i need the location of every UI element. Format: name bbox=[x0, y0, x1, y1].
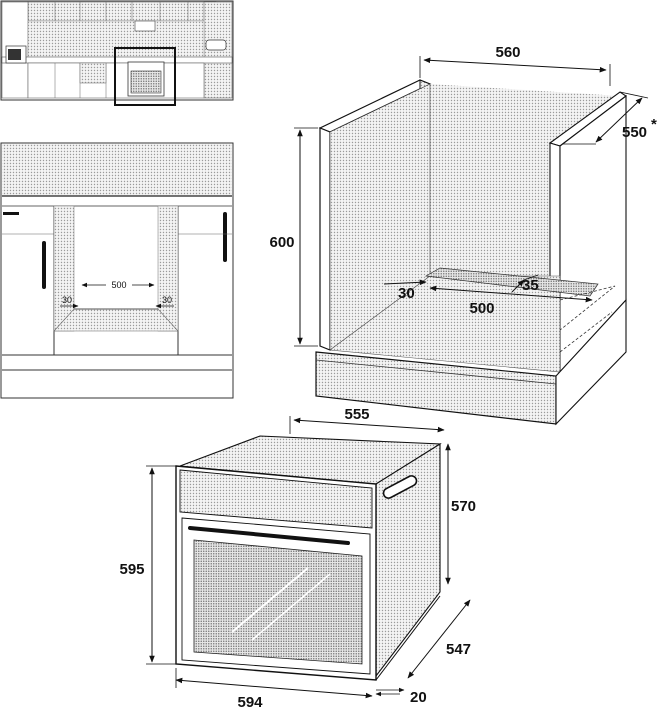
oven-front-height-label: 595 bbox=[119, 561, 144, 578]
vent-offset-label: 30 bbox=[398, 285, 415, 302]
oven-thickness-label: 20 bbox=[410, 689, 427, 706]
cabinet-depth-label: 550 bbox=[622, 124, 647, 141]
vent-width-label: 500 bbox=[469, 300, 494, 317]
oven-front-width-label: 594 bbox=[237, 694, 263, 711]
cabinet-height-label: 600 bbox=[269, 234, 294, 251]
cabinet-depth-note: * bbox=[651, 116, 657, 133]
gap-width-label: 500 bbox=[111, 280, 126, 290]
oven-depth-label: 555 bbox=[344, 406, 369, 423]
oven-side-depth-label: 547 bbox=[446, 641, 471, 658]
vent-depth-label: 35 bbox=[522, 277, 539, 294]
oven-drawing: 555 570 595 547 594 20 bbox=[119, 406, 476, 711]
cabinet-width-label: 560 bbox=[495, 44, 520, 61]
oven-side-height-label: 570 bbox=[451, 498, 476, 515]
left-margin-label: 30 bbox=[62, 295, 72, 305]
niche-detail: 500 30 30 bbox=[0, 142, 234, 399]
kitchen-overview bbox=[0, 0, 234, 106]
cabinet-drawing: 560 550 * 600 500 30 35 bbox=[269, 44, 657, 426]
right-margin-label: 30 bbox=[162, 295, 172, 305]
